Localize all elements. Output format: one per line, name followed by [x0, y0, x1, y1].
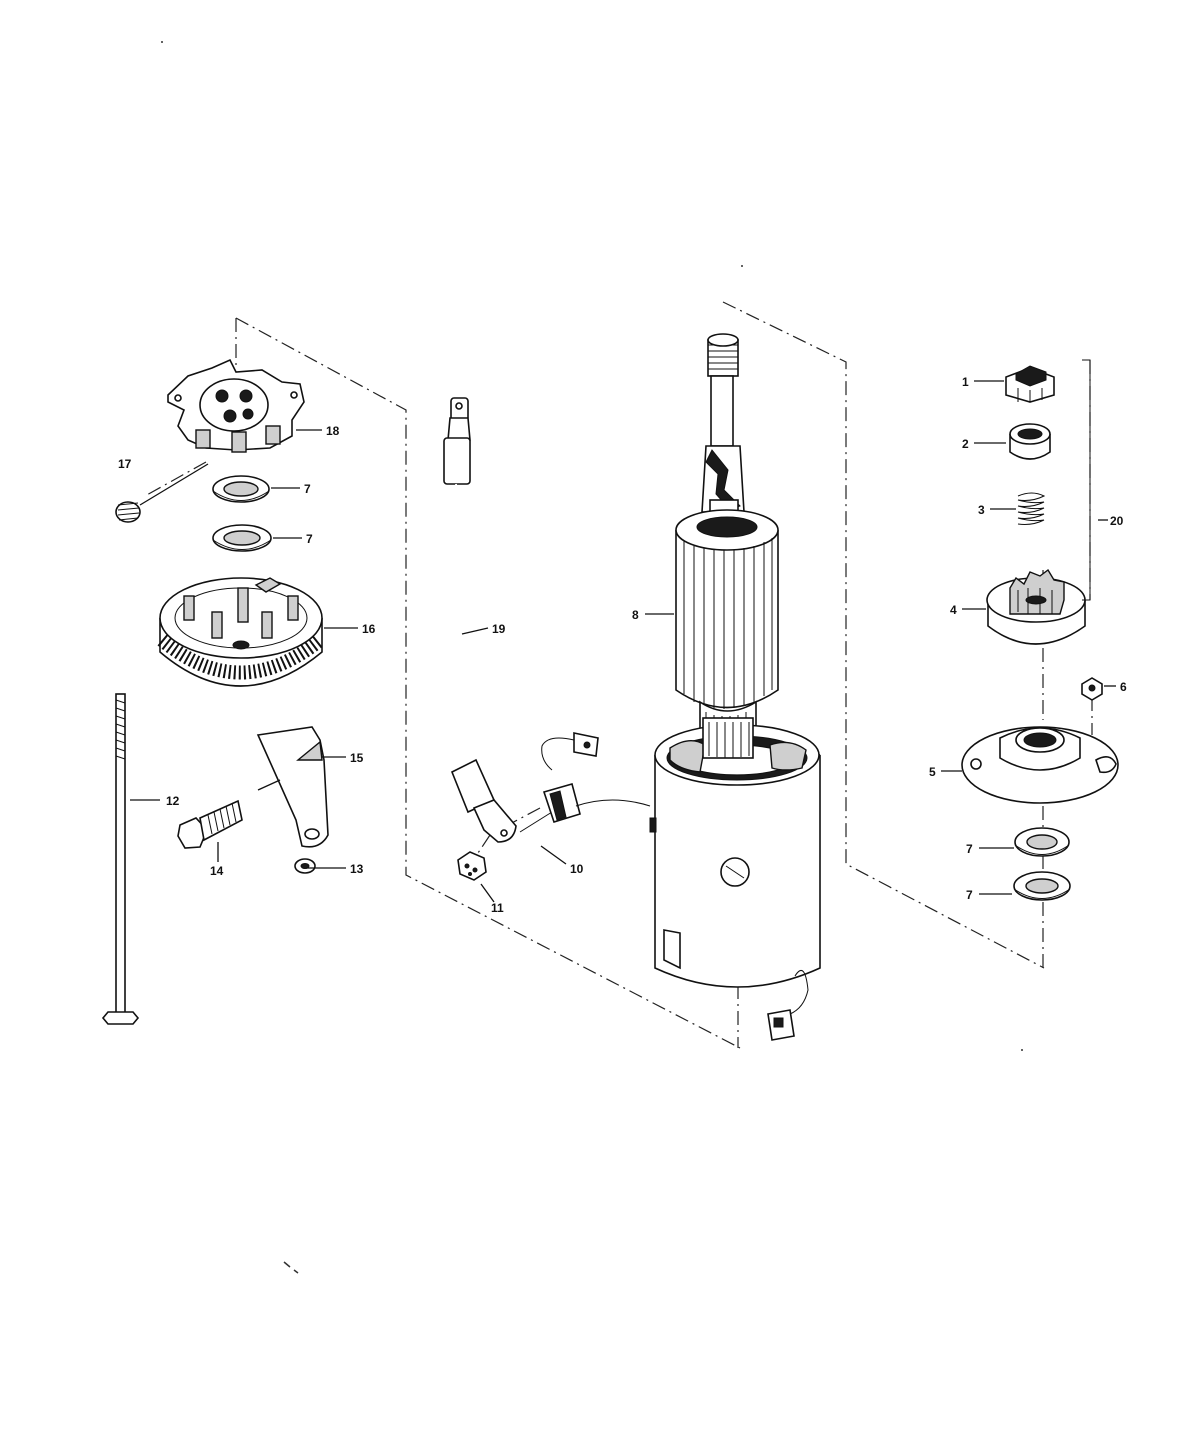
field-housing — [575, 717, 821, 1041]
part-20-assembly-bracket — [1082, 359, 1091, 601]
scan-marks — [161, 41, 1023, 1274]
part-7-washer-lower-left — [212, 524, 272, 552]
callout-19: 19 — [492, 622, 506, 636]
part-2-spacer-bushing — [1009, 423, 1051, 460]
part-12-through-bolt — [101, 693, 140, 1025]
callout-3: 3 — [978, 503, 985, 517]
callout-7-left-upper: 7 — [304, 482, 311, 496]
callout-2: 2 — [962, 437, 969, 451]
callout-8: 8 — [632, 608, 639, 622]
callout-17: 17 — [118, 457, 132, 471]
part-15-bracket — [256, 726, 329, 848]
callout-20: 20 — [1110, 514, 1124, 528]
callout-7-left-lower: 7 — [306, 532, 313, 546]
part-13-lock-washer — [294, 858, 316, 874]
callout-11: 11 — [491, 901, 504, 915]
part-14-cap-screw — [177, 799, 243, 849]
callout-1: 1 — [962, 375, 969, 389]
part-5-end-cap-plate — [961, 726, 1119, 804]
part-4-drive-pinion — [986, 568, 1086, 645]
callout-5: 5 — [929, 765, 936, 779]
part-11-terminal-nut — [457, 851, 487, 881]
part-19-cable — [434, 397, 517, 843]
part-16-end-frame — [157, 577, 325, 687]
callout-4: 4 — [950, 603, 957, 617]
part-18-brush-plate — [167, 358, 305, 453]
callout-12: 12 — [166, 794, 180, 808]
part-17-brush-spring — [115, 501, 141, 523]
callout-13: 13 — [350, 862, 364, 876]
callout-10: 10 — [570, 862, 584, 876]
callout-labels: 1 2 3 4 5 6 7 7 20 8 10 11 12 13 14 15 1… — [118, 375, 1127, 915]
part-1-hex-nut — [1005, 365, 1055, 403]
part-7-washer-lower-right — [1013, 871, 1071, 901]
leader-lines — [130, 380, 1116, 903]
callout-7-right-lower: 7 — [966, 888, 973, 902]
part-7-washer-upper-left — [212, 475, 270, 503]
callout-16: 16 — [362, 622, 376, 636]
callout-18: 18 — [326, 424, 340, 438]
part-8-armature — [675, 333, 779, 749]
callout-7-right-upper: 7 — [966, 842, 973, 856]
callout-6: 6 — [1120, 680, 1127, 694]
part-6-small-nut — [1081, 677, 1103, 701]
callout-15: 15 — [350, 751, 364, 765]
callout-14: 14 — [210, 864, 224, 878]
part-7-washer-upper-right — [1014, 827, 1070, 857]
part-10-brush-lead — [519, 732, 599, 833]
part-3-coil-spring — [1017, 492, 1046, 525]
